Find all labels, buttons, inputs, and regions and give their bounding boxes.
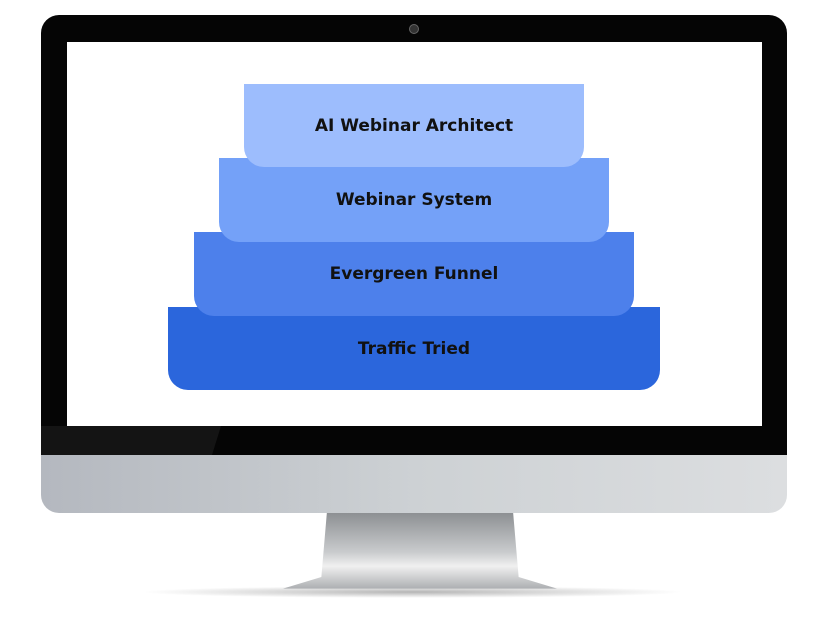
stand-shadow [140, 586, 685, 598]
bezel-reflection [41, 426, 221, 455]
pyramid-layer-2: Webinar System [219, 158, 609, 242]
layer-label: AI Webinar Architect [314, 115, 514, 136]
layer-label: Evergreen Funnel [329, 264, 499, 284]
camera-icon [409, 24, 419, 34]
pyramid-layer-3: Evergreen Funnel [194, 232, 634, 316]
layer-label: Webinar System [335, 190, 493, 210]
monitor-stand [283, 513, 557, 589]
layer-label: Traffic Tried [357, 338, 471, 359]
pyramid-layer-1: AI Webinar Architect [244, 84, 584, 167]
monitor-chin [41, 455, 787, 513]
pyramid-layer-4: Traffic Tried [168, 307, 660, 390]
